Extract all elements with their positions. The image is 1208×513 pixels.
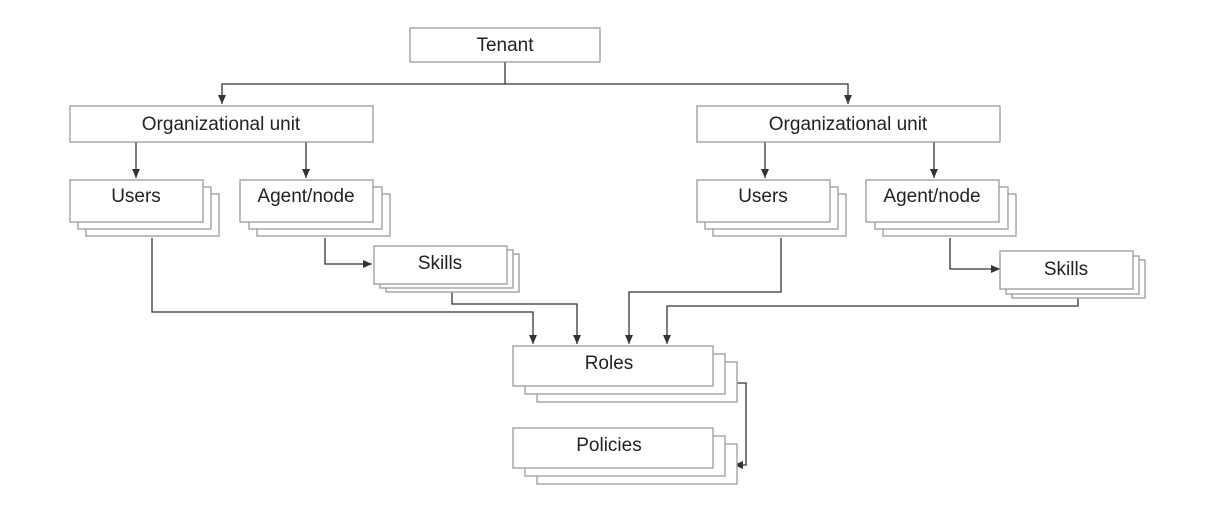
- agent-node-right-stack: Agent/node: [865, 179, 1017, 237]
- users-right-label: Users: [738, 186, 788, 207]
- skills-left-label: Skills: [418, 253, 462, 274]
- connector-skills-left-to-roles: [451, 292, 581, 344]
- agent-node-left-stack: Agent/node: [239, 179, 391, 237]
- connector-skills-right-to-roles: [663, 298, 1079, 344]
- org-unit-right-node: Organizational unit: [696, 105, 1001, 143]
- users-left-label: Users: [111, 186, 161, 207]
- connector-agent-left-to-skills: [324, 238, 372, 268]
- users-left-stack: Users: [69, 179, 220, 237]
- agent-node-right-label: Agent/node: [883, 186, 980, 207]
- tenant-node: Tenant: [409, 27, 601, 63]
- users-right-stack: Users: [696, 179, 847, 237]
- policies-stack: Policies: [512, 427, 738, 485]
- connector-users-right-to-roles: [625, 238, 782, 344]
- org-unit-left-label: Organizational unit: [142, 114, 301, 135]
- skills-left-stack: Skills: [373, 245, 520, 293]
- connector-tenant-to-org-right: [505, 83, 852, 104]
- skills-right-stack: Skills: [999, 250, 1146, 299]
- skills-right-label: Skills: [1044, 259, 1088, 280]
- connector-roles-to-policies: [734, 382, 747, 469]
- roles-label: Roles: [585, 353, 634, 374]
- connector-users-left-to-roles: [151, 238, 537, 344]
- connector-agent-right-to-skills: [949, 238, 1000, 273]
- roles-stack: Roles: [512, 345, 738, 403]
- connector-tenant-to-org-left: [218, 62, 506, 104]
- org-unit-left-node: Organizational unit: [69, 105, 374, 143]
- connectors: [132, 62, 1079, 469]
- agent-node-left-label: Agent/node: [257, 186, 354, 207]
- policies-label: Policies: [576, 435, 641, 456]
- org-unit-right-label: Organizational unit: [769, 114, 928, 135]
- tenant-label: Tenant: [476, 35, 534, 56]
